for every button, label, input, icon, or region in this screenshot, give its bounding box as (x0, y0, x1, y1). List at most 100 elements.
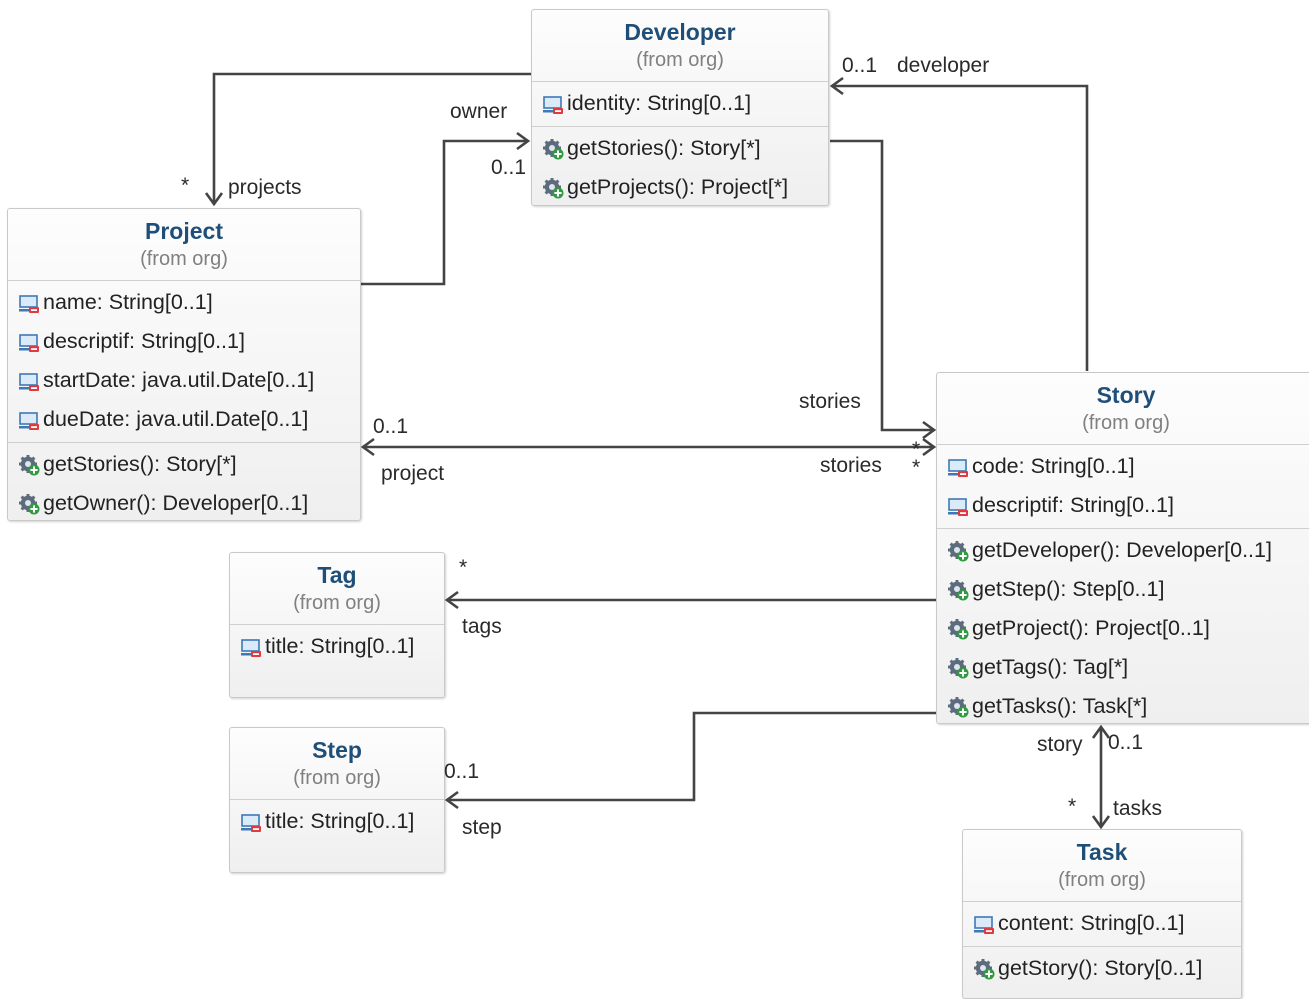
multiplicity-label: * (912, 438, 921, 461)
operation-icon (18, 454, 40, 476)
class-developer[interactable]: Developer (from org) identity: String[0.… (531, 9, 829, 206)
arrowhead (444, 590, 459, 610)
multiplicity-label: 0..1 (444, 760, 480, 783)
association-developer-projects (212, 72, 531, 204)
operation-icon (973, 958, 995, 980)
operation-label: getTasks(): Task[*] (972, 694, 1148, 718)
attribute-icon (240, 811, 262, 833)
attribute-label: title: String[0..1] (265, 809, 415, 833)
attribute-row[interactable]: title: String[0..1] (230, 802, 444, 841)
attribute-icon (542, 93, 564, 115)
multiplicity-label: 0..1 (1108, 731, 1144, 754)
operation-label: getStories(): Story[*] (567, 136, 761, 160)
operations-compartment: getStory(): Story[0..1] (963, 947, 1241, 991)
operation-row[interactable]: getStory(): Story[0..1] (963, 949, 1241, 988)
multiplicity-label: * (1068, 795, 1077, 818)
operation-row[interactable]: getStories(): Story[*] (532, 129, 828, 168)
class-package: (from org) (293, 767, 381, 789)
attribute-icon (947, 456, 969, 478)
attribute-row[interactable]: identity: String[0..1] (532, 84, 828, 123)
operation-row[interactable]: getTags(): Tag[*] (937, 648, 1309, 687)
attribute-icon (18, 409, 40, 431)
arrowhead (1091, 815, 1111, 830)
operation-row[interactable]: getStep(): Step[0..1] (937, 570, 1309, 609)
class-header: Project (from org) (8, 209, 360, 281)
operation-row[interactable]: getDeveloper(): Developer[0..1] (937, 531, 1309, 570)
attribute-icon (18, 331, 40, 353)
class-tag[interactable]: Tag (from org) title: String[0..1] (229, 552, 445, 698)
class-project[interactable]: Project (from org) name: String[0..1] des… (7, 208, 361, 521)
operation-row[interactable]: getStories(): Story[*] (8, 445, 360, 484)
operation-icon (947, 696, 969, 718)
attribute-row[interactable]: name: String[0..1] (8, 283, 360, 322)
attribute-row[interactable]: descriptif: String[0..1] (937, 486, 1309, 525)
role-label: step (462, 816, 502, 839)
role-label: project (381, 462, 445, 485)
multiplicity-label: 0..1 (491, 156, 527, 179)
multiplicity-label: * (912, 456, 921, 479)
attribute-row[interactable]: startDate: java.util.Date[0..1] (8, 361, 360, 400)
attribute-icon (18, 370, 40, 392)
attribute-icon (240, 636, 262, 658)
class-package: (from org) (636, 49, 724, 71)
attribute-row[interactable]: dueDate: java.util.Date[0..1] (8, 400, 360, 439)
attribute-row[interactable]: content: String[0..1] (963, 904, 1241, 943)
role-label: owner (450, 100, 508, 123)
class-package: (from org) (1082, 412, 1170, 434)
class-name: Story (1096, 382, 1156, 408)
attribute-label: descriptif: String[0..1] (43, 329, 245, 353)
attribute-label: descriptif: String[0..1] (972, 493, 1174, 517)
class-header: Tag (from org) (230, 553, 444, 625)
operation-row[interactable]: getProjects(): Project[*] (532, 168, 828, 205)
attribute-label: dueDate: java.util.Date[0..1] (43, 407, 309, 431)
operation-label: getStories(): Story[*] (43, 452, 237, 476)
operation-row[interactable]: getTasks(): Task[*] (937, 687, 1309, 723)
association-developer-stories (830, 139, 934, 432)
class-header: Story (from org) (937, 373, 1309, 445)
attributes-compartment: identity: String[0..1] (532, 82, 828, 127)
class-name: Developer (624, 19, 736, 45)
class-story[interactable]: Story (from org) code: String[0..1] descr… (936, 372, 1309, 724)
operation-row[interactable]: getOwner(): Developer[0..1] (8, 484, 360, 520)
class-step[interactable]: Step (from org) title: String[0..1] (229, 727, 445, 873)
operation-icon (542, 177, 564, 199)
multiplicity-label: 0..1 (373, 415, 409, 438)
association-project-owner (361, 139, 528, 286)
attributes-compartment: title: String[0..1] (230, 800, 444, 844)
arrowhead (922, 437, 937, 457)
arrowhead (922, 420, 937, 440)
operation-label: getOwner(): Developer[0..1] (43, 491, 309, 515)
attribute-row[interactable]: title: String[0..1] (230, 627, 444, 666)
operation-label: getTags(): Tag[*] (972, 655, 1129, 679)
operation-row[interactable]: getProject(): Project[0..1] (937, 609, 1309, 648)
class-package: (from org) (293, 592, 381, 614)
class-header: Step (from org) (230, 728, 444, 800)
class-package: (from org) (1058, 869, 1146, 891)
class-name: Step (312, 737, 362, 763)
arrowhead (360, 437, 375, 457)
class-task[interactable]: Task (from org) content: String[0..1] ge… (962, 829, 1242, 999)
attribute-label: identity: String[0..1] (567, 91, 752, 115)
association-story-developer (832, 84, 1089, 371)
attribute-row[interactable]: descriptif: String[0..1] (8, 322, 360, 361)
arrowhead (1091, 724, 1111, 739)
attribute-label: content: String[0..1] (998, 911, 1185, 935)
role-label: tags (462, 615, 502, 638)
class-name: Project (145, 218, 223, 244)
operation-icon (947, 618, 969, 640)
operation-icon (542, 138, 564, 160)
operations-compartment: getStories(): Story[*] getProjects(): Pro… (532, 127, 828, 205)
arrowhead (516, 131, 531, 151)
operation-label: getProjects(): Project[*] (567, 175, 789, 199)
operation-icon (947, 579, 969, 601)
attribute-row[interactable]: code: String[0..1] (937, 447, 1309, 486)
class-name: Tag (317, 562, 357, 588)
attributes-compartment: name: String[0..1] descriptif: String[0..… (8, 281, 360, 443)
multiplicity-label: * (181, 174, 190, 197)
class-header: Task (from org) (963, 830, 1241, 902)
role-label: developer (897, 54, 990, 77)
attribute-icon (973, 913, 995, 935)
attribute-label: title: String[0..1] (265, 634, 415, 658)
attribute-label: code: String[0..1] (972, 454, 1135, 478)
